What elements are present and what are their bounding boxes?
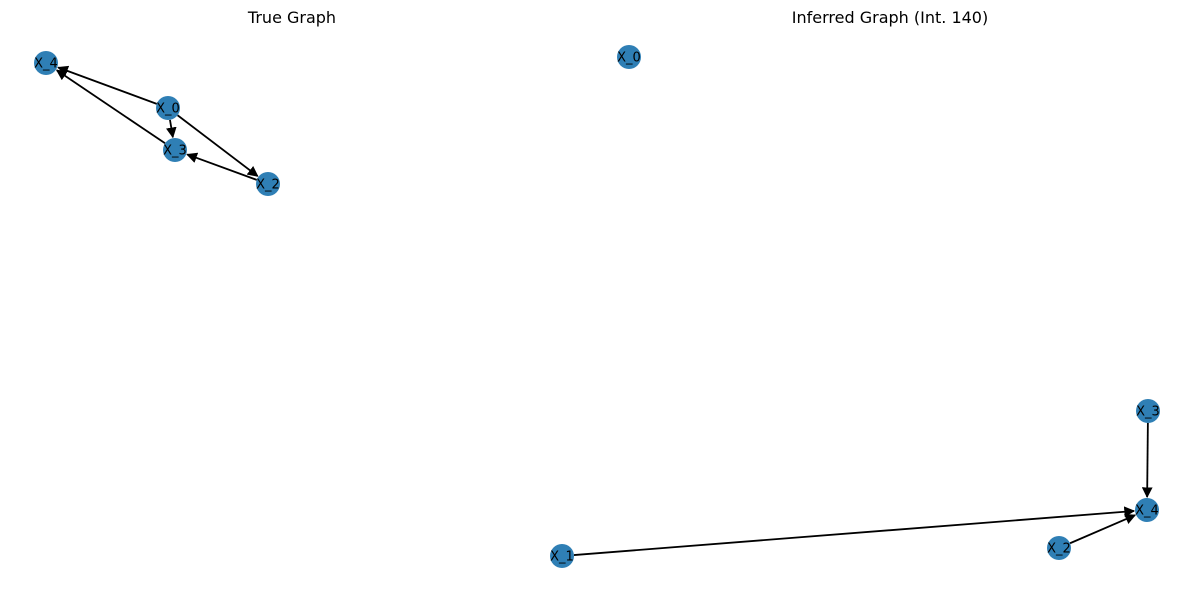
- node-x_3: [1136, 399, 1160, 423]
- node-x_4: [34, 51, 58, 75]
- true-graph-title: True Graph: [247, 8, 336, 27]
- node-label-x_2: X_2: [256, 178, 280, 193]
- edge-x_2-to-x_4: [1069, 514, 1137, 545]
- node-label-x_2: X_2: [1047, 542, 1071, 557]
- node-label-x_4: X_4: [1135, 504, 1159, 519]
- node-x_1: [550, 544, 574, 568]
- inferred-graph-nodes: X_0X_1 X_3X_4X_2: [550, 45, 1160, 568]
- node-x_0: [617, 45, 641, 69]
- node-label-x_4: X_4: [34, 57, 58, 72]
- node-label-x_0: X_0: [617, 51, 641, 66]
- node-x_3: [163, 138, 187, 162]
- node-label-x_3: X_3: [1136, 405, 1160, 420]
- edge-x_2-to-x_3: [186, 152, 258, 181]
- edge-x_3-to-x_4: [55, 69, 166, 145]
- inferred-graph-edges: [573, 422, 1153, 556]
- node-label-x_1: X_1: [550, 550, 574, 565]
- inferred-graph-title: Inferred Graph (Int. 140): [792, 8, 988, 27]
- node-x_4: [1135, 498, 1159, 522]
- edge-x_1-to-x_4: [573, 506, 1136, 556]
- inferred-graph-panel: X_0X_1 X_3X_4X_2: [550, 45, 1160, 568]
- edge-x_0-to-x_4: [57, 65, 158, 105]
- node-label-x_0: X_0: [156, 102, 180, 117]
- node-x_2: [256, 172, 280, 196]
- node-x_0: [156, 96, 180, 120]
- true-graph-nodes: X_4X_0X_3X_2: [34, 51, 280, 196]
- node-label-x_3: X_3: [163, 144, 187, 159]
- true-graph-panel: X_4X_0X_3X_2: [34, 51, 280, 196]
- edge-x_0-to-x_3: [165, 119, 177, 139]
- edge-x_3-to-x_4: [1141, 422, 1153, 499]
- edge-x_0-to-x_2: [177, 114, 259, 177]
- true-graph-edges: [55, 65, 259, 181]
- node-x_2: [1047, 536, 1071, 560]
